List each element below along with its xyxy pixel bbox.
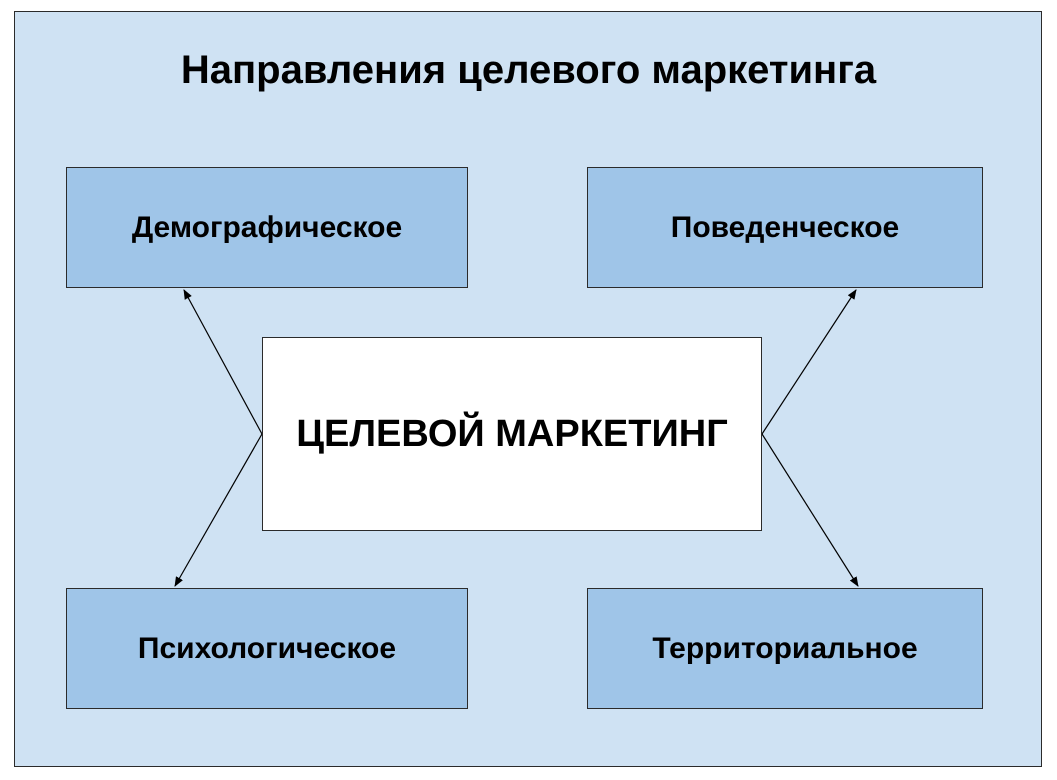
diagram-title: Направления целевого маркетинга: [180, 48, 877, 92]
node-target-marketing: ЦЕЛЕВОЙ МАРКЕТИНГ: [262, 337, 762, 531]
node-demographic: Демографическое: [66, 167, 468, 288]
node-behavioral: Поведенческое: [587, 167, 983, 288]
node-territorial: Территориальное: [587, 588, 983, 709]
node-psychological: Психологическое: [66, 588, 468, 709]
